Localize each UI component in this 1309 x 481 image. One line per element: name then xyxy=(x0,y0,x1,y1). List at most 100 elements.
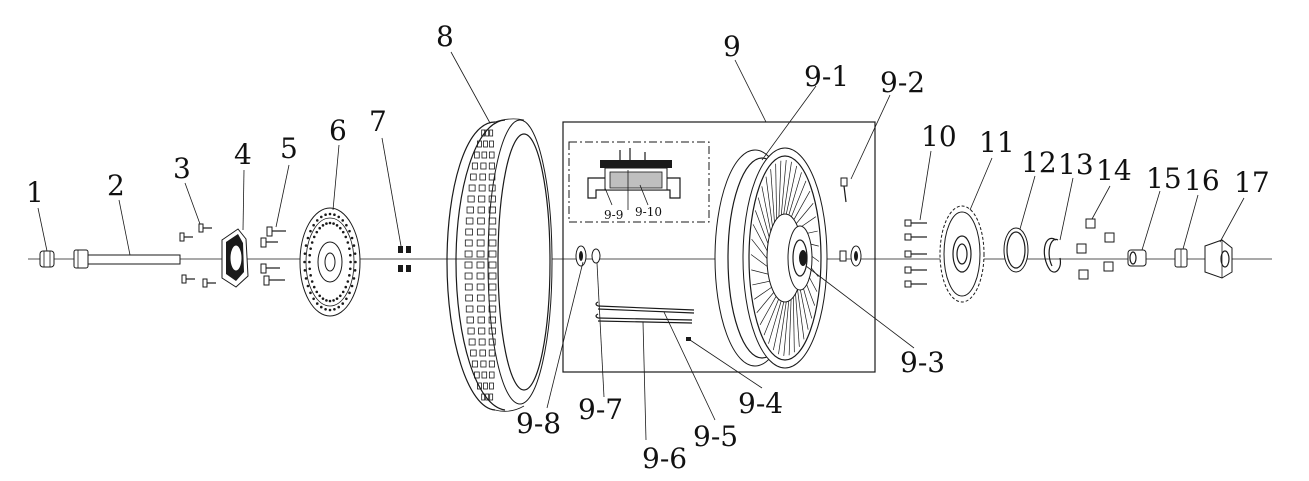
label-9-3: 9-3 xyxy=(900,346,945,379)
brake-disc xyxy=(299,207,361,317)
disc-hole xyxy=(348,247,351,250)
tread-block xyxy=(488,316,496,324)
label-9-8: 9-8 xyxy=(516,407,561,440)
label-9-6: 9-6 xyxy=(642,442,687,475)
sprocket-nuts xyxy=(1076,218,1115,280)
spoke xyxy=(775,163,778,228)
disc-hole xyxy=(335,297,339,300)
tread-block xyxy=(470,349,477,357)
disc-hole xyxy=(318,226,322,230)
label-9-4: 9-4 xyxy=(738,387,783,420)
label-11: 11 xyxy=(979,126,1015,159)
axle-shaft xyxy=(73,249,181,269)
disc-hole xyxy=(333,307,336,311)
hub-cross-section-inset: 9-9 9-10 xyxy=(568,141,710,223)
tread-block xyxy=(467,195,475,203)
spoke-nipple xyxy=(686,337,691,341)
disc-hole xyxy=(321,224,325,227)
tread-block xyxy=(488,195,496,203)
tread-block xyxy=(485,129,490,137)
tread-block xyxy=(488,261,497,269)
leader-lines xyxy=(37,51,1245,441)
disc-hole xyxy=(303,252,307,255)
label-9-2: 9-2 xyxy=(880,66,925,99)
tread-block xyxy=(476,283,485,291)
tread-block xyxy=(488,162,495,170)
disc-hole xyxy=(324,213,327,217)
tread-block xyxy=(476,294,485,302)
tread-block xyxy=(478,184,486,192)
carrier-bolts xyxy=(260,226,286,286)
disc-hole xyxy=(303,269,307,272)
tread-block xyxy=(488,338,496,346)
disc-hole xyxy=(304,244,308,247)
disc-hole xyxy=(332,299,335,302)
disc-hole xyxy=(315,302,319,305)
disc-hole xyxy=(306,284,310,288)
tread-block xyxy=(478,195,486,203)
disc-hole xyxy=(309,291,312,295)
tread-block xyxy=(474,151,480,159)
disc-hole xyxy=(348,274,351,277)
disc-hole xyxy=(309,247,312,250)
tyre-tread-pattern xyxy=(464,129,497,401)
tread-block xyxy=(483,382,488,390)
tread-block xyxy=(488,327,496,335)
disc-hole xyxy=(348,253,352,257)
tread-block xyxy=(489,382,494,390)
tread-block xyxy=(476,261,485,269)
tread-block xyxy=(477,217,485,225)
disc-hole xyxy=(345,223,348,227)
wheel-assembly-box xyxy=(562,121,876,373)
disc-hole xyxy=(304,277,308,280)
disc-hole xyxy=(328,221,332,225)
tread-block xyxy=(488,272,497,280)
label-9: 9 xyxy=(723,30,741,63)
tread-block xyxy=(488,360,495,368)
tread-block xyxy=(481,151,488,159)
disc-hole xyxy=(338,294,342,298)
tread-block xyxy=(470,173,477,181)
disc-hole xyxy=(310,241,314,244)
spoke xyxy=(763,294,781,336)
disc-hole xyxy=(348,267,352,271)
spoke xyxy=(789,180,807,222)
tread-block xyxy=(481,393,486,401)
seal-ring xyxy=(1003,227,1029,273)
tread-block xyxy=(465,294,473,302)
tread-block xyxy=(476,272,485,280)
tread-block xyxy=(477,305,485,313)
disc-hole xyxy=(312,235,316,239)
label-10: 10 xyxy=(921,120,957,153)
tread-block xyxy=(477,316,485,324)
disc-hole xyxy=(341,290,345,294)
tread-block xyxy=(477,382,482,390)
disc-hole xyxy=(354,260,357,264)
tread-block xyxy=(488,283,497,291)
tread-block xyxy=(464,250,473,258)
disc-hole xyxy=(321,297,325,300)
disc-hole xyxy=(352,244,356,247)
disc-hole xyxy=(306,236,310,240)
label-3: 3 xyxy=(173,152,191,185)
disc-hole xyxy=(341,219,345,222)
tread-block xyxy=(488,305,497,313)
rear-sprocket xyxy=(939,205,985,303)
tread-block xyxy=(476,250,485,258)
spoke xyxy=(782,161,792,221)
tread-block xyxy=(465,217,474,225)
label-12: 12 xyxy=(1021,146,1057,179)
tread-block xyxy=(465,305,474,313)
disc-hole xyxy=(328,212,332,216)
spoke xyxy=(768,295,784,344)
spoke xyxy=(791,191,811,225)
bearing-spacer xyxy=(591,248,601,264)
disc-hole xyxy=(348,229,351,233)
label-5: 5 xyxy=(280,132,298,165)
spoke xyxy=(788,291,792,356)
label-9-7: 9-7 xyxy=(578,393,623,426)
disc-hole xyxy=(345,297,348,301)
tread-block xyxy=(488,239,497,247)
disc-hole xyxy=(312,223,315,227)
